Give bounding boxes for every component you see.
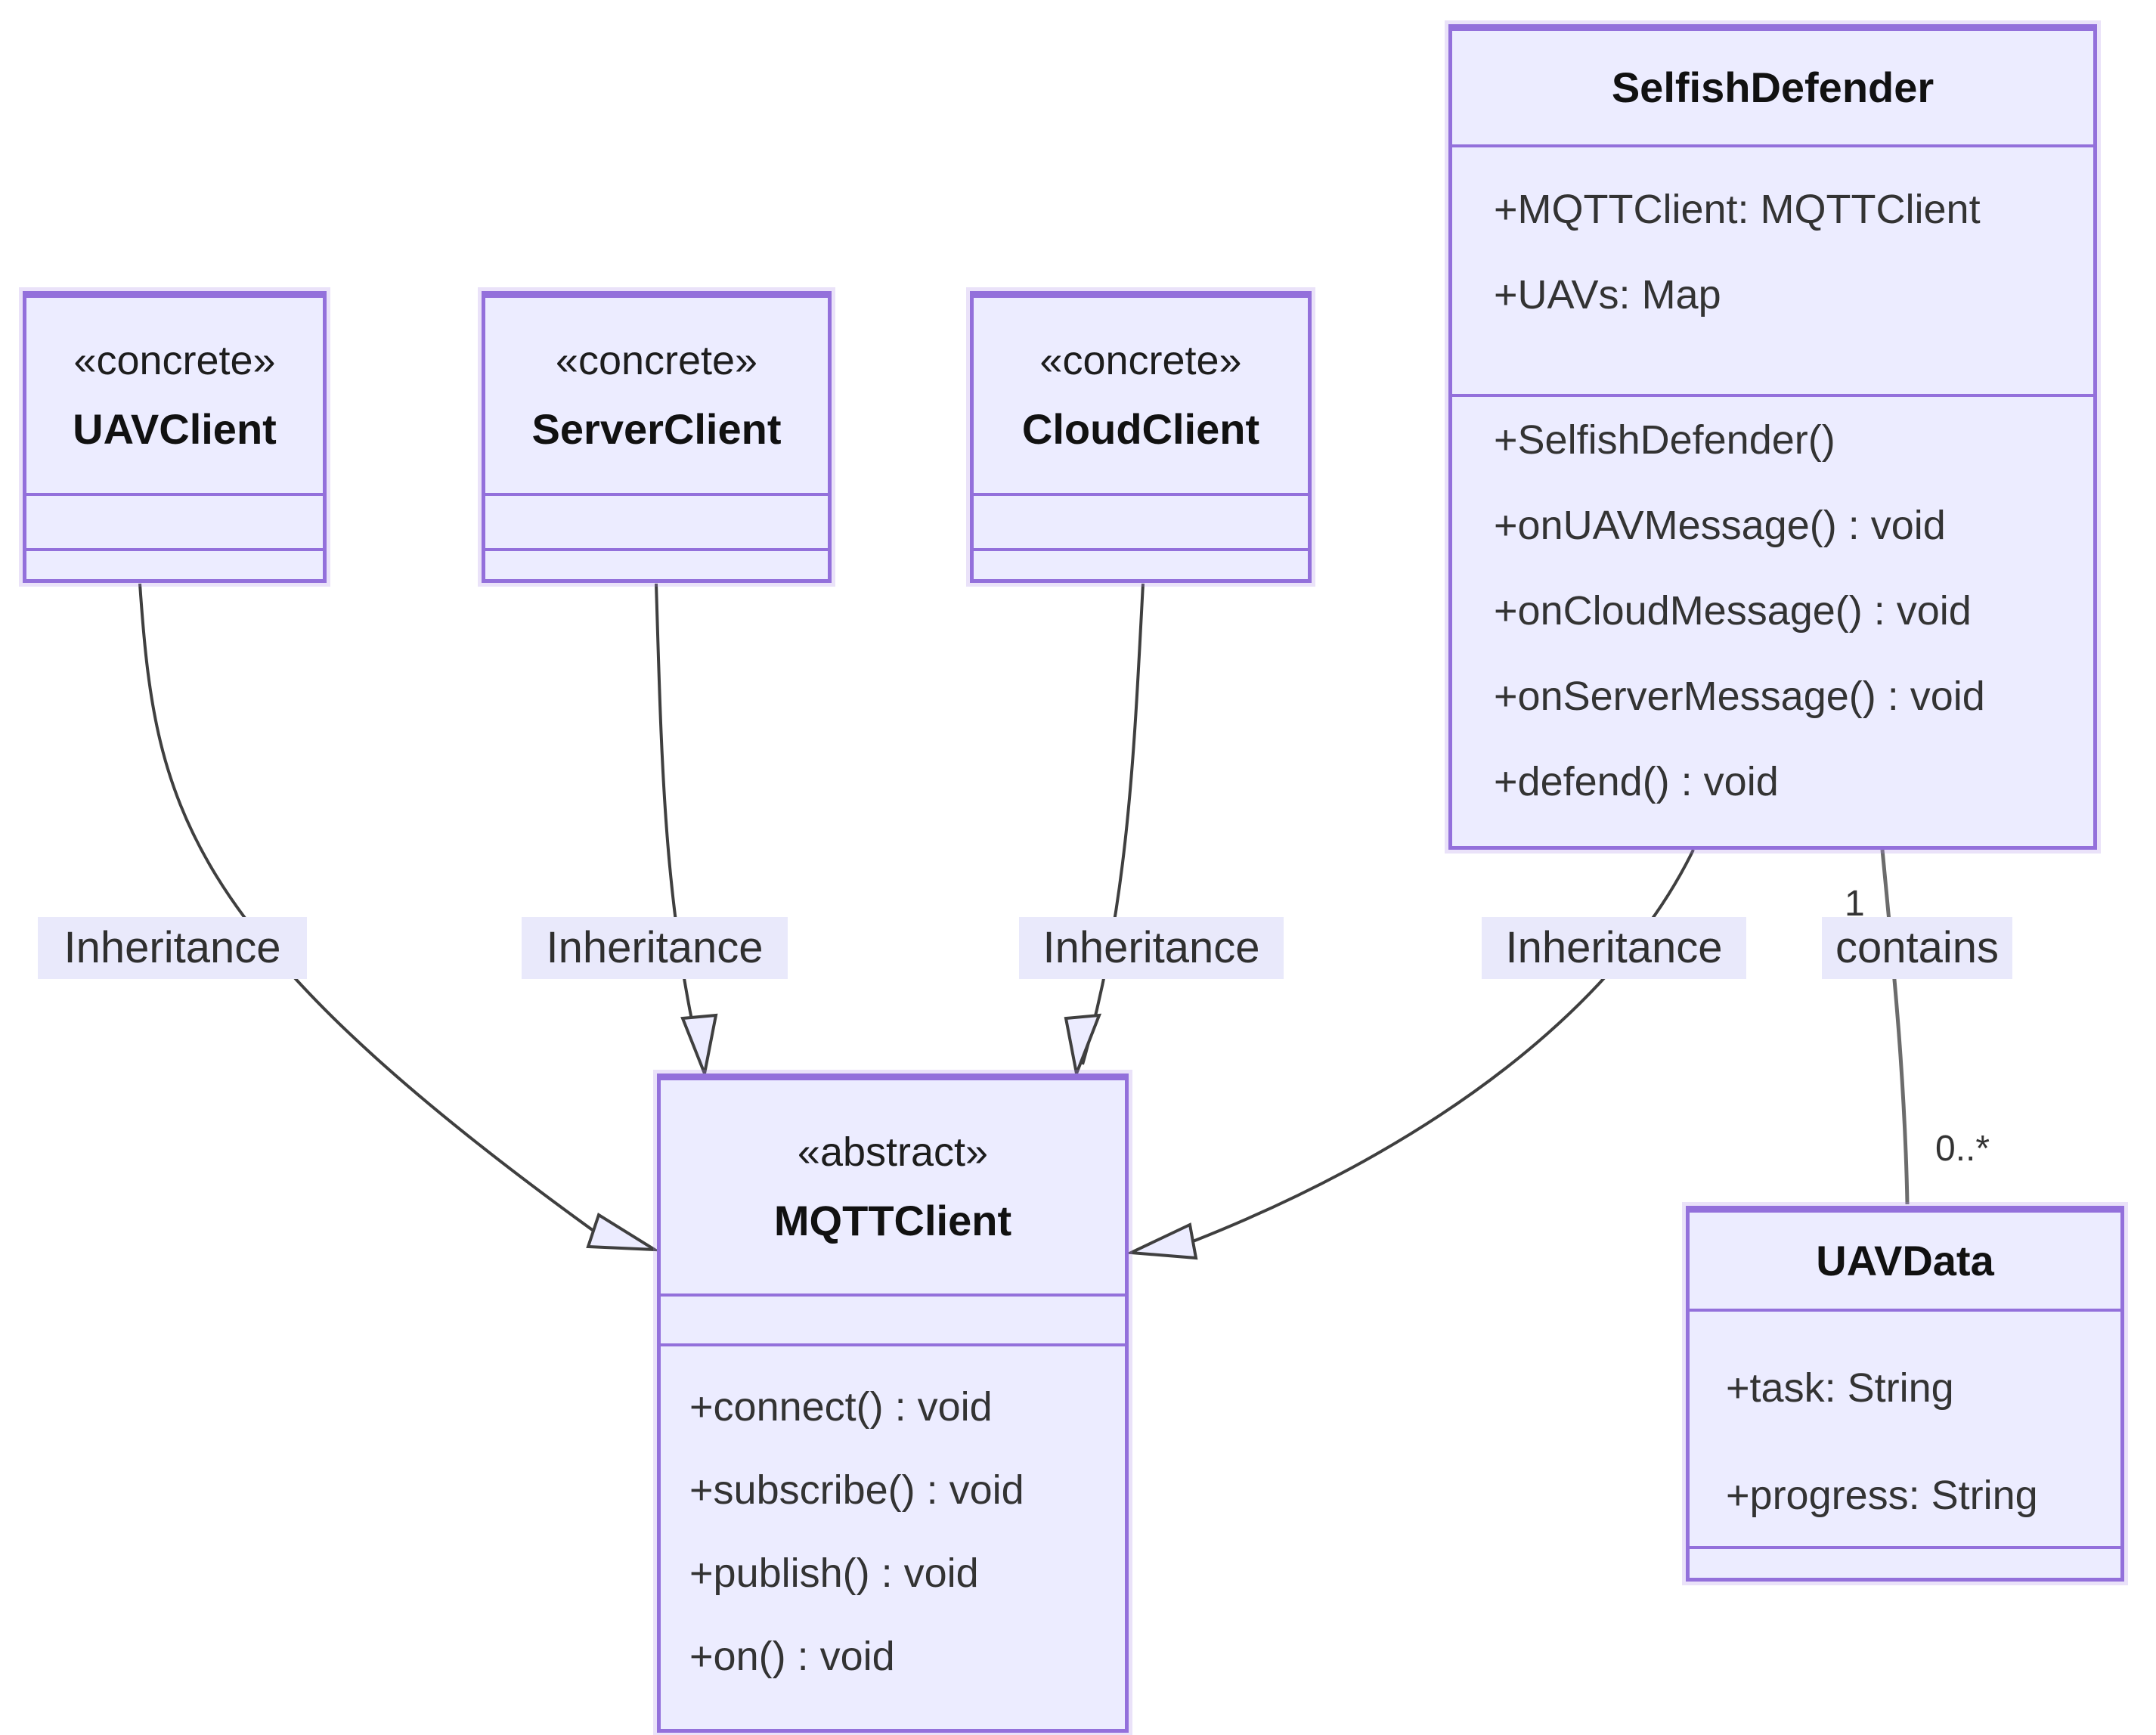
inheritance-arrowhead-icon — [586, 1212, 661, 1252]
edge-label-inheritance-4: Inheritance — [1482, 917, 1746, 979]
method-row: +subscribe() : void — [689, 1467, 1024, 1513]
class-title-compartment: «concrete» UAVClient — [26, 298, 323, 493]
class-stereotype: «concrete» — [555, 338, 758, 383]
edge-label-inheritance-2: Inheritance — [522, 917, 788, 979]
inheritance-arrowhead-icon — [1125, 1222, 1198, 1260]
attribute-row: +progress: String — [1726, 1473, 2038, 1518]
class-name: UAVData — [1816, 1236, 1994, 1284]
inheritance-arrowhead-icon — [680, 1013, 718, 1080]
class-box-uavdata: UAVData +task: String +progress: String — [1686, 1206, 2124, 1582]
edge-label-inheritance-3: Inheritance — [1019, 917, 1284, 979]
method-row: +onCloudMessage() : void — [1494, 587, 1972, 634]
edge-serverclient-to-mqttclient — [655, 583, 703, 1065]
methods-compartment-empty — [1690, 1546, 2120, 1578]
methods-compartment-empty — [26, 548, 323, 579]
attribute-row: +MQTTClient: MQTTClient — [1494, 186, 1981, 232]
class-box-uavclient: «concrete» UAVClient — [23, 291, 327, 583]
class-title-compartment: «concrete» ServerClient — [485, 298, 828, 493]
attribute-row: +task: String — [1726, 1365, 1954, 1411]
class-name: SelfishDefender — [1611, 64, 1935, 111]
class-stereotype: «abstract» — [797, 1129, 989, 1175]
attributes-compartment-empty — [974, 493, 1308, 548]
method-row: +connect() : void — [689, 1384, 993, 1430]
class-box-selfishdefender: SelfishDefender +MQTTClient: MQTTClient … — [1448, 24, 2097, 850]
class-title-compartment: UAVData — [1690, 1213, 2120, 1309]
class-stereotype: «concrete» — [1039, 338, 1242, 383]
class-name: ServerClient — [531, 405, 782, 453]
class-name: CloudClient — [1021, 405, 1260, 453]
inheritance-arrowhead-icon — [1064, 1013, 1102, 1080]
method-row: +defend() : void — [1494, 758, 1779, 804]
attribute-row: +UAVs: Map — [1494, 271, 1721, 318]
methods-compartment: +SelfishDefender() +onUAVMessage() : voi… — [1452, 394, 2093, 846]
edge-selfishdefender-contains-uavdata — [1880, 849, 1910, 1205]
method-row: +on() : void — [689, 1634, 895, 1679]
multiplicity-contains-target: 0..* — [1935, 1129, 1990, 1169]
attributes-compartment-empty — [26, 493, 323, 548]
class-title-compartment: «abstract» MQTTClient — [661, 1080, 1125, 1294]
methods-compartment-empty — [485, 548, 828, 579]
methods-compartment-empty — [974, 548, 1308, 579]
attributes-compartment: +task: String +progress: String — [1690, 1309, 2120, 1546]
edge-label-inheritance-1: Inheritance — [38, 917, 307, 979]
methods-compartment: +connect() : void +subscribe() : void +p… — [661, 1343, 1125, 1729]
method-row: +onServerMessage() : void — [1494, 673, 1985, 719]
class-box-serverclient: «concrete» ServerClient — [482, 291, 832, 583]
class-title-compartment: «concrete» CloudClient — [974, 298, 1308, 493]
edge-uavclient-to-mqttclient — [138, 583, 595, 1232]
method-row: +publish() : void — [689, 1551, 979, 1596]
class-title-compartment: SelfishDefender — [1452, 31, 2093, 144]
class-name: UAVClient — [73, 405, 277, 453]
class-box-cloudclient: «concrete» CloudClient — [970, 291, 1312, 583]
attributes-compartment-empty — [485, 493, 828, 548]
edge-cloudclient-to-mqttclient — [1081, 583, 1145, 1065]
attributes-compartment: +MQTTClient: MQTTClient +UAVs: Map — [1452, 144, 2093, 394]
class-name: MQTTClient — [773, 1197, 1012, 1244]
attributes-compartment-empty — [661, 1294, 1125, 1343]
class-box-mqttclient: «abstract» MQTTClient +connect() : void … — [657, 1074, 1129, 1733]
multiplicity-contains-source: 1 — [1845, 884, 1865, 924]
method-row: +SelfishDefender() — [1494, 417, 1835, 463]
edge-selfishdefender-to-mqttclient — [1192, 849, 1695, 1243]
edge-label-contains: contains — [1822, 917, 2012, 979]
class-stereotype: «concrete» — [73, 338, 276, 383]
method-row: +onUAVMessage() : void — [1494, 502, 1946, 548]
